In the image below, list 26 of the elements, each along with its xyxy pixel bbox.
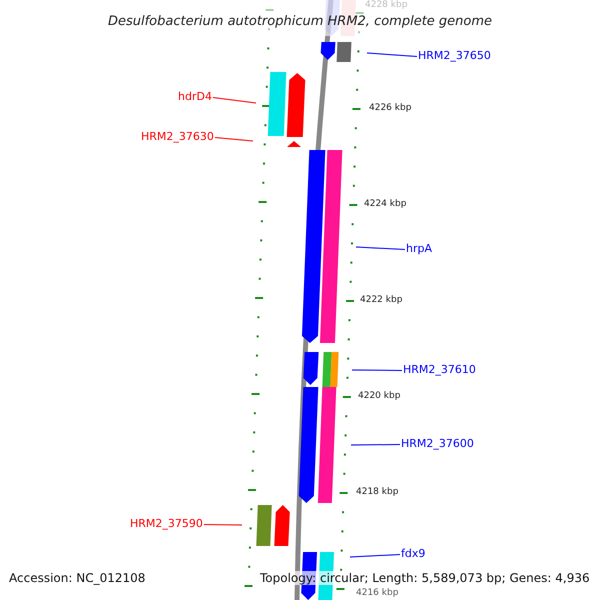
leader-line [350,444,400,446]
genome-summary-text: Topology: circular; Length: 5,589,073 bp; Genes: 4,936 [260,571,590,585]
scale-label: 4218 kbp [356,487,398,497]
scale-label: 4216 kbp [356,588,398,598]
scale-label: 4220 kbp [358,391,400,401]
gene-label: HRM2_37590 [130,517,203,530]
scale-label: 4224 kbp [364,199,406,209]
scale-label: 4228 kbp [365,0,408,10]
scale-label: 4226 kbp [369,103,412,113]
leader-line [214,137,254,142]
leader-line [352,370,402,371]
leader-line [212,97,256,104]
gene-label: HRM2_37600 [401,437,474,450]
map-title: Desulfobacterium autotrophicum HRM2, complete genome [106,14,494,29]
scale-label: 4222 kbp [360,295,402,305]
gene-label: HRM2_37650 [418,49,491,62]
leader-line [356,246,406,250]
leader-line [366,52,418,57]
leader-line [350,554,400,558]
gene-label: HRM2_37610 [403,363,476,376]
leader-line [203,524,242,526]
gene-label: HRM2_37630 [141,130,214,143]
accession-text: Accession: NC_012108 [9,571,146,585]
gene-label: fdx9 [401,547,426,560]
gene-label: hdrD4 [178,90,212,103]
gene-label: hrpA [406,242,432,255]
